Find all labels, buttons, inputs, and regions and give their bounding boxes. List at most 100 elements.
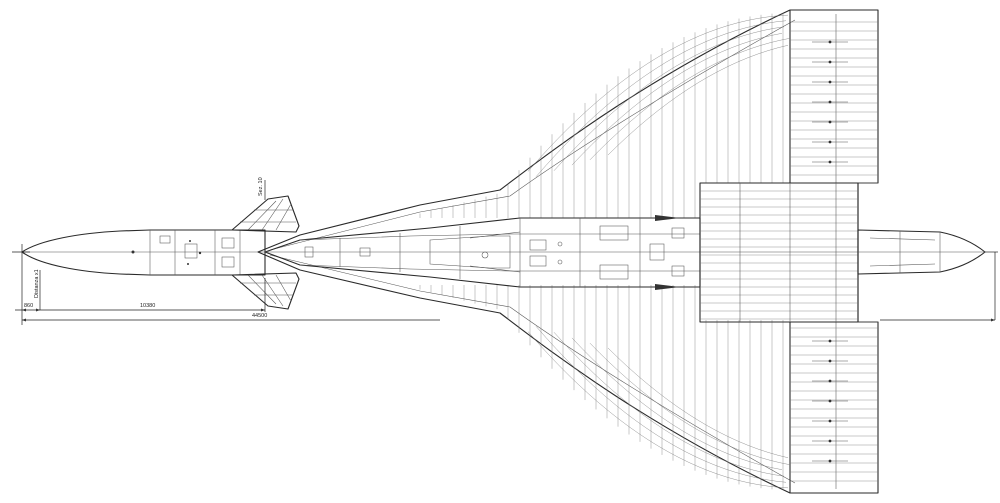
wing-stringer xyxy=(615,405,627,414)
wing-stringer xyxy=(721,451,733,456)
wing-stringer xyxy=(691,61,703,67)
wing-stringer xyxy=(625,82,637,90)
wing-stringer xyxy=(623,94,635,104)
wing-stringer xyxy=(687,413,699,421)
wing-stringer xyxy=(557,364,569,375)
wing-stringer xyxy=(777,455,789,458)
wing-stringer xyxy=(767,452,779,456)
wing-stringer xyxy=(557,128,569,139)
dimension-lines xyxy=(12,180,998,325)
wing-stringer xyxy=(573,353,585,365)
wing-stringer xyxy=(675,50,687,57)
wing-stringer xyxy=(665,56,677,63)
wing-stringer xyxy=(757,448,769,453)
wing-stringer xyxy=(647,384,659,393)
wing-stringer xyxy=(637,63,649,71)
wing-stringer xyxy=(593,120,605,130)
canard-upper xyxy=(231,195,300,233)
actuator-hinge xyxy=(828,60,832,64)
wing-stringer xyxy=(681,66,693,73)
wing-stringer xyxy=(585,378,597,389)
wing-stringer xyxy=(621,386,633,395)
wing-stringer xyxy=(607,145,619,156)
wing-stringer xyxy=(667,95,679,104)
wing-stringer xyxy=(587,100,599,110)
main-wing xyxy=(257,9,879,494)
wing-stringer xyxy=(753,470,765,473)
wing-stringer xyxy=(603,111,615,121)
wing-stringer xyxy=(605,396,617,406)
wing-stringer xyxy=(633,87,645,96)
wing-stringer xyxy=(727,436,739,442)
wing-stringer xyxy=(669,412,681,420)
wing-stringer xyxy=(615,89,627,98)
wing-stringer xyxy=(607,347,619,358)
wing-stringer xyxy=(617,357,629,368)
wing-stringer xyxy=(709,61,721,67)
wing-stringer xyxy=(727,22,739,26)
wing-stringer xyxy=(609,362,621,373)
wing-stringer xyxy=(757,50,769,55)
wing-stringer xyxy=(751,462,763,466)
wing-stringer xyxy=(775,20,787,23)
wing-stringer xyxy=(677,40,689,47)
wing-stringer xyxy=(711,446,723,452)
wing-stringer xyxy=(643,415,655,423)
wing-stringer xyxy=(577,383,589,394)
wing-stringer xyxy=(733,35,745,40)
wing-stringer xyxy=(599,139,611,150)
wing-stringer xyxy=(617,418,629,427)
wing-stringer xyxy=(635,74,647,83)
station-label-nose: Distanza x1 xyxy=(34,269,40,298)
wing-stringer xyxy=(635,420,647,429)
wing-stringer xyxy=(619,372,631,382)
wing-stringer xyxy=(779,38,791,41)
actuator-hinge xyxy=(828,160,832,164)
wing-stringer xyxy=(715,33,727,38)
wing-stringer xyxy=(597,92,609,102)
wing-stringer xyxy=(671,424,683,431)
wing-stringer xyxy=(707,28,719,33)
wing-stringer xyxy=(637,375,649,385)
wing-stringer xyxy=(729,52,741,57)
wing-stringer xyxy=(655,62,667,69)
wing-stringer xyxy=(729,446,741,451)
wing-stringer xyxy=(581,348,593,359)
wing-stringer xyxy=(629,381,641,390)
wing-stringer xyxy=(747,53,759,58)
actuator-hinge xyxy=(828,339,832,343)
wing-stringer xyxy=(581,144,593,155)
wing-stringer xyxy=(641,402,653,411)
wing-stringer xyxy=(669,83,681,91)
engine-bay xyxy=(699,182,859,323)
wing-stringer xyxy=(647,110,659,119)
actuator-hinge xyxy=(828,80,832,84)
wing-stringer xyxy=(737,440,749,446)
wing-stringer xyxy=(743,32,755,36)
wing-stringer xyxy=(777,45,789,48)
wing-stringer xyxy=(677,456,689,463)
wing-stringer xyxy=(761,465,773,468)
wing-stringer xyxy=(651,85,663,93)
wing-stringer xyxy=(773,474,785,477)
wing-stringer xyxy=(705,461,717,466)
canard-lower xyxy=(231,272,300,310)
wing-stringer xyxy=(591,134,603,145)
wing-stringer xyxy=(717,431,729,437)
wing-stringer xyxy=(745,475,757,478)
wing-stringer xyxy=(653,422,665,430)
wing-stringer xyxy=(735,27,747,31)
wing-stringer xyxy=(725,30,737,34)
wing-stringer xyxy=(619,121,631,131)
wing-stringer xyxy=(699,66,711,72)
wing-stringer xyxy=(747,482,759,485)
wing-stringer xyxy=(567,374,579,385)
wing-stringer xyxy=(685,451,697,458)
wing-stringer xyxy=(737,57,749,63)
wing-stringer xyxy=(535,165,547,177)
wing-stringer xyxy=(627,425,639,434)
wing-stringer xyxy=(683,441,695,448)
wing-stringer xyxy=(651,410,663,418)
wing-stringer xyxy=(739,48,751,53)
